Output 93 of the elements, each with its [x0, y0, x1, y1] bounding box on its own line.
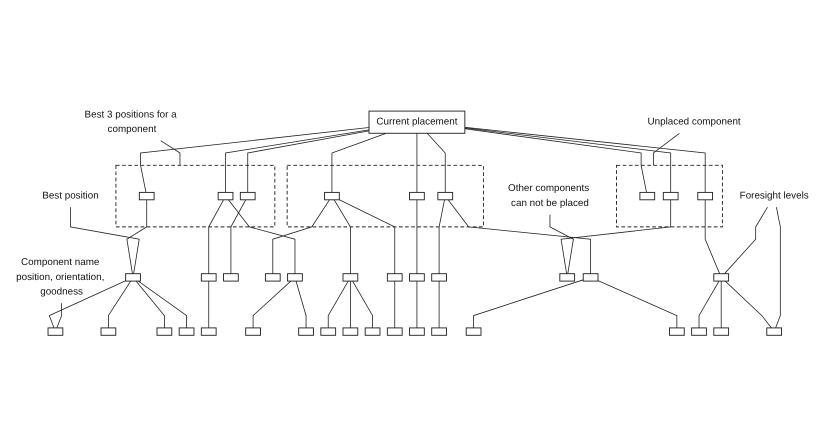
connector: [653, 132, 680, 166]
connector: [140, 127, 370, 193]
connector: [416, 280, 418, 328]
connector: [328, 280, 349, 328]
connector: [225, 130, 370, 193]
node-box: [138, 192, 155, 200]
node-box: [431, 327, 447, 336]
node-box: [298, 327, 314, 336]
connector: [438, 280, 440, 328]
node-box: [156, 327, 172, 336]
cluster: [115, 164, 276, 228]
node-box: [200, 273, 217, 282]
connector: [704, 199, 720, 274]
connector: [775, 206, 781, 328]
node-box: Current placement: [368, 110, 466, 134]
node-box: [437, 192, 454, 200]
connector: [698, 280, 720, 328]
node-text: Component name position, orientation, goodness: [16, 257, 104, 298]
connector: [724, 280, 772, 328]
connector: [252, 280, 292, 328]
connector: [126, 199, 148, 274]
connector: [338, 199, 396, 274]
connector: [416, 132, 418, 193]
node-box: [409, 273, 425, 282]
node-box: [178, 327, 194, 336]
node-text: Best position: [42, 190, 99, 202]
node-box: [240, 192, 256, 200]
node-box: [125, 273, 141, 282]
connector: [332, 132, 387, 193]
cluster: [286, 164, 484, 228]
node-box: [386, 273, 403, 282]
connector: [598, 280, 678, 328]
connector: [230, 199, 246, 274]
node-box: [431, 273, 447, 282]
node-box: [662, 192, 679, 200]
cluster: [616, 164, 723, 228]
node-box: [409, 327, 425, 336]
node-box: [223, 273, 239, 282]
node-text: Other components can not be placed: [508, 183, 590, 208]
node-box: [691, 327, 707, 336]
node-box: [559, 273, 576, 282]
connector: [560, 199, 672, 274]
connector: [473, 279, 584, 328]
connector: [272, 199, 330, 274]
connector: [334, 199, 351, 274]
connector: [48, 280, 126, 328]
connector: [228, 199, 296, 274]
node-box: [697, 192, 714, 200]
connector: [108, 280, 132, 328]
connector: [720, 280, 722, 328]
connector: [724, 206, 768, 274]
node-box: [320, 327, 336, 336]
node-box: [48, 327, 64, 336]
connector: [138, 280, 187, 328]
node-box: [639, 192, 656, 200]
node-box: [100, 327, 116, 336]
node-box: [669, 327, 685, 336]
node-box: [342, 327, 358, 336]
node-box: [324, 192, 340, 200]
node-box: [264, 273, 281, 282]
connector: [247, 130, 370, 193]
connector: [296, 280, 306, 328]
connector: [70, 206, 140, 274]
node-box: [386, 327, 403, 336]
node-box: [245, 327, 261, 336]
node-box: [218, 192, 234, 200]
connector: [56, 302, 62, 328]
node-box: [713, 273, 730, 282]
node-box: [766, 327, 782, 336]
connector: [550, 214, 574, 274]
connector: [352, 280, 373, 328]
node-box: [342, 273, 358, 282]
node-box: [713, 327, 730, 336]
node-text: Unplaced component: [648, 116, 741, 128]
connector: [136, 280, 165, 328]
connector: [426, 132, 446, 193]
connector: [448, 199, 592, 274]
node-text: Foresight levels: [740, 190, 809, 202]
connector: [350, 280, 351, 328]
connector: [394, 280, 396, 328]
connector: [416, 199, 418, 274]
node-box: [287, 273, 303, 282]
node-box: [466, 327, 482, 336]
node-box: [409, 192, 425, 200]
node-box: [364, 327, 380, 336]
node-box: [582, 273, 598, 282]
connector: [464, 126, 706, 193]
connector: [438, 199, 445, 274]
connector: [208, 199, 224, 274]
connector: [208, 280, 210, 328]
connector: [160, 140, 180, 166]
node-text: Best 3 positions for a component: [84, 109, 177, 134]
node-box: [200, 327, 217, 336]
